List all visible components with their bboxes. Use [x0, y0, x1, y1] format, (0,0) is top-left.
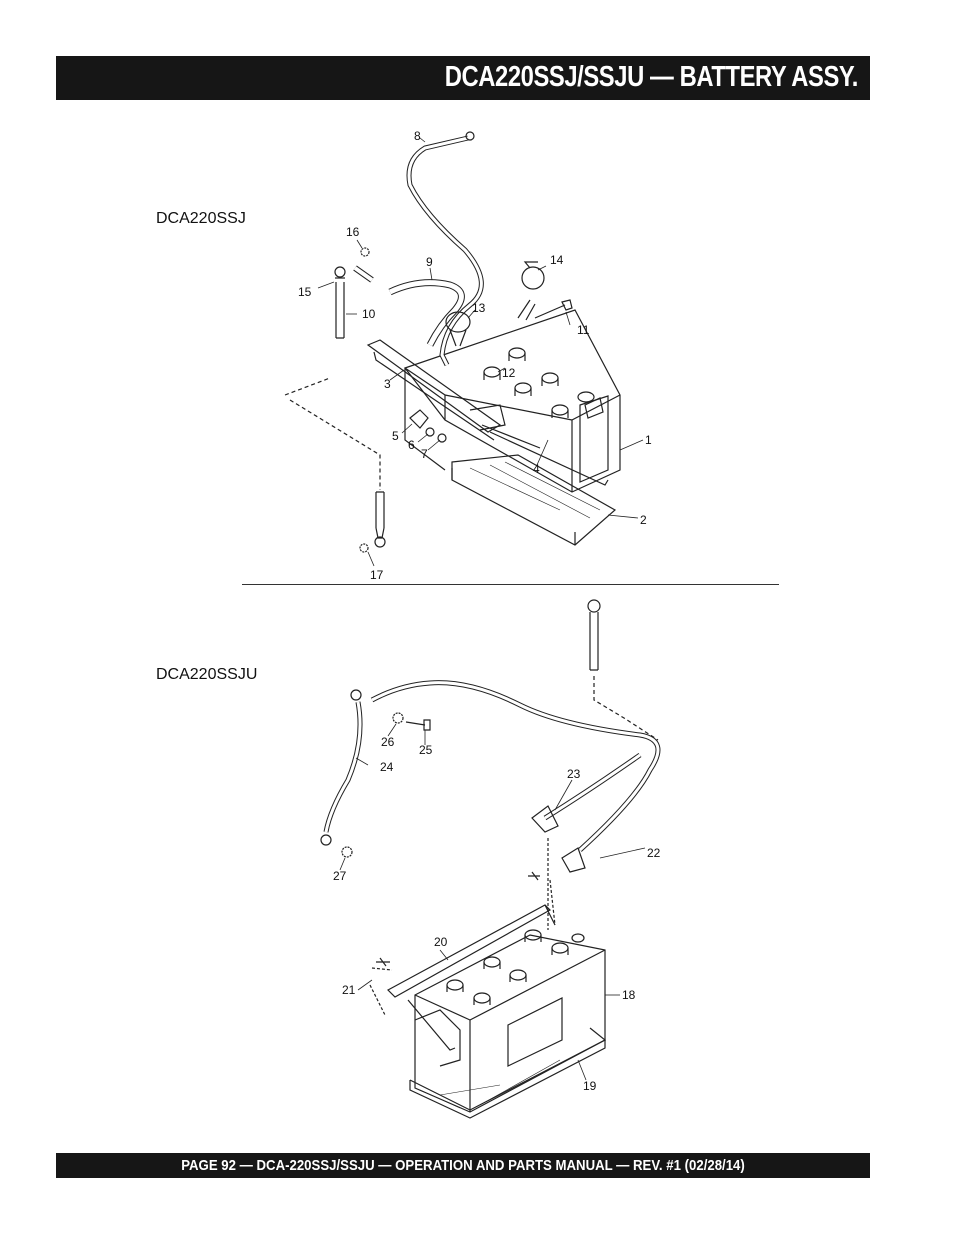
callout-11: 11 [577, 323, 590, 337]
model-label-ssju: DCA220SSJU [156, 666, 258, 683]
bolt-25-26 [392, 712, 431, 731]
callout-27: 27 [333, 869, 347, 883]
battery-top [404, 309, 621, 493]
callout-12: 12 [502, 366, 516, 380]
callout-23: 23 [567, 767, 581, 781]
callout-13: 13 [472, 301, 486, 315]
cable-24 [320, 689, 363, 846]
hold-down-bar-top [366, 339, 609, 486]
callout-1: 1 [645, 433, 652, 447]
callout-4: 4 [533, 462, 540, 476]
header-bar: DCA220SSJ/SSJU — BATTERY ASSY. [56, 56, 870, 100]
page-title: DCA220SSJ/SSJU — BATTERY ASSY. [444, 61, 859, 93]
callouts-bottom: 26 25 24 23 22 27 20 21 18 19 [333, 735, 661, 1093]
callout-3: 3 [384, 377, 391, 391]
washer-27 [341, 846, 353, 858]
callout-8: 8 [414, 129, 421, 143]
footer-bar: PAGE 92 — DCA-220SSJ/SSJU — OPERATION AN… [56, 1153, 870, 1178]
star-washers-top [359, 247, 370, 553]
bolt-11 [534, 299, 573, 319]
tray-top [451, 454, 617, 546]
callout-21: 21 [342, 983, 356, 997]
callout-18: 18 [622, 988, 636, 1002]
callout-7: 7 [421, 447, 428, 461]
callout-5: 5 [392, 429, 399, 443]
callout-15: 15 [298, 285, 312, 299]
cable-8 [406, 131, 484, 367]
callout-24: 24 [380, 760, 394, 774]
leaders-bottom [339, 723, 646, 1081]
hold-down-bar-bottom [387, 904, 556, 1051]
footer-text: PAGE 92 — DCA-220SSJ/SSJU — OPERATION AN… [181, 1157, 745, 1174]
callout-25: 25 [419, 743, 433, 757]
cable-22-23 [370, 680, 661, 873]
battery-bottom [414, 934, 606, 1113]
callout-26: 26 [381, 735, 395, 749]
callout-17: 17 [370, 568, 384, 582]
wing-nuts-21 [369, 838, 556, 1016]
callout-19: 19 [583, 1079, 597, 1093]
battery-terminals-top [483, 347, 595, 418]
callout-6: 6 [408, 438, 415, 452]
callout-14: 14 [550, 253, 564, 267]
battery-terminals-bottom [446, 929, 585, 1005]
callouts-top: 8 16 9 14 15 13 10 11 12 3 5 1 6 7 4 2 1… [298, 129, 652, 582]
cable-10 [334, 266, 346, 339]
callout-9: 9 [426, 255, 433, 269]
callout-20: 20 [434, 935, 448, 949]
cable-upper-right [587, 599, 659, 741]
leaders-top [317, 137, 644, 567]
callout-10: 10 [362, 307, 376, 321]
cable-17-lower [284, 377, 386, 548]
model-label-ssj: DCA220SSJ [156, 210, 246, 227]
hardware-5-6-7 [409, 409, 541, 449]
callout-16: 16 [346, 225, 360, 239]
section-divider [242, 584, 779, 585]
cable-9 [353, 265, 465, 347]
tray-bottom [409, 1027, 607, 1119]
callout-22: 22 [647, 846, 661, 860]
terminal-covers [445, 261, 545, 347]
callout-2: 2 [640, 513, 647, 527]
